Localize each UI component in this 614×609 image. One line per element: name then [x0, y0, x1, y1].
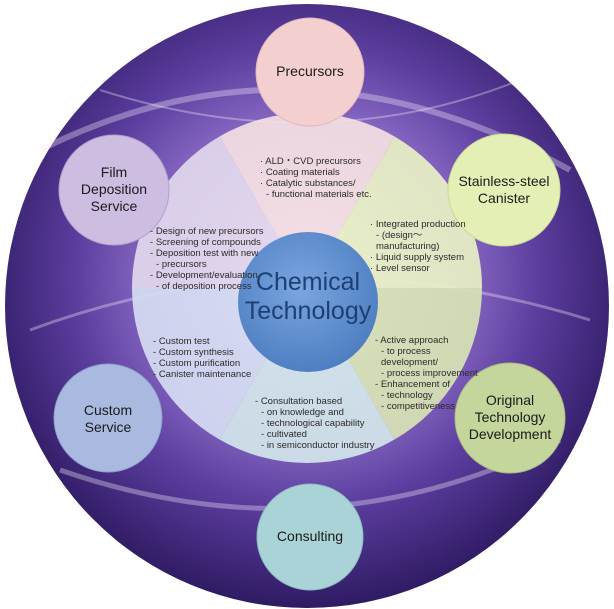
list-item: Catalytic substances/	[260, 178, 410, 189]
bubble-label-custom: Custom Service	[54, 402, 162, 436]
canister-label-line1: Stainless-steel	[458, 173, 550, 189]
sector-text-consulting: Consultation based on knowledge and tech…	[255, 396, 390, 451]
list-item: Custom test	[153, 336, 258, 347]
list-item-continuation: process improvement	[375, 368, 490, 379]
list-item: ALD・CVD precursors	[260, 156, 410, 167]
center-title-line2: Technology	[244, 297, 372, 325]
sector-text-canister: Integrated production (design～manufactur…	[370, 219, 480, 274]
center-circle	[238, 232, 378, 372]
consulting-label: Consulting	[276, 528, 344, 544]
list-item-continuation: on knowledge and	[255, 407, 390, 418]
list-item: Active approach	[375, 335, 490, 346]
bubble-label-consulting: Consulting	[256, 528, 364, 545]
list-item-continuation: (design～manufacturing)	[370, 230, 480, 252]
canister-label-line2: Canister	[477, 190, 531, 206]
list-item: Canister maintenance	[153, 369, 258, 380]
list-item-continuation: precursors	[150, 259, 270, 270]
bubble-label-original: Original Technology Development	[456, 392, 564, 443]
sector-text-film: Design of new precursors Screening of co…	[150, 226, 270, 292]
list-item-continuation: technology	[375, 390, 490, 401]
bubble-custom	[53, 363, 163, 473]
bubble-label-precursors: Precursors	[256, 63, 364, 80]
list-item: Liquid supply system	[370, 252, 480, 263]
list-item-continuation: to process development/	[375, 346, 490, 368]
bubble-label-canister: Stainless-steel Canister	[450, 173, 558, 207]
list-item: Level sensor	[370, 263, 480, 274]
bubble-precursors	[255, 17, 365, 127]
bubble-canister	[447, 133, 561, 247]
list-item: Coating materials	[260, 167, 410, 178]
list-item: Integrated production	[370, 219, 480, 230]
sector-text-custom: Custom test Custom synthesis Custom puri…	[153, 336, 258, 380]
film-label-line2: Deposition	[80, 181, 148, 197]
center-title-line1: Chemical	[255, 268, 361, 296]
list-item-continuation: of deposition process	[150, 281, 270, 292]
list-item-continuation: competitiveness	[375, 401, 490, 412]
original-label-line2: Technology	[474, 409, 546, 425]
list-item: Consultation based	[255, 396, 390, 407]
original-label-line3: Development	[468, 426, 552, 442]
custom-label-line1: Custom	[83, 402, 133, 418]
list-item: Custom synthesis	[153, 347, 258, 358]
list-item-continuation: cultivated	[255, 429, 390, 440]
list-item: Custom purification	[153, 358, 258, 369]
sector-text-original: Active approach to process development/ …	[375, 335, 490, 412]
bubble-label-film: Film Deposition Service	[60, 164, 168, 215]
precursors-label: Precursors	[276, 63, 344, 79]
center-title: Chemical Technology	[236, 268, 380, 326]
original-label-line1: Original	[485, 392, 535, 408]
list-item: Design of new precursors	[150, 226, 270, 237]
list-item: Deposition test with new	[150, 248, 270, 259]
list-item-continuation: functional materials etc.	[260, 189, 410, 200]
list-item: Screening of compounds	[150, 237, 270, 248]
bubble-film	[58, 134, 170, 246]
film-label-line3: Service	[90, 198, 138, 214]
list-item-continuation: in semiconductor industry	[255, 440, 390, 451]
custom-label-line2: Service	[84, 419, 132, 435]
list-item-continuation: technological capability	[255, 418, 390, 429]
list-item: Development/evaluation	[150, 270, 270, 281]
bubble-consulting	[256, 483, 364, 591]
sector-text-precursors: ALD・CVD precursors Coating materials Cat…	[260, 156, 410, 200]
list-item: Enhancement of	[375, 379, 490, 390]
film-label-line1: Film	[100, 164, 128, 180]
